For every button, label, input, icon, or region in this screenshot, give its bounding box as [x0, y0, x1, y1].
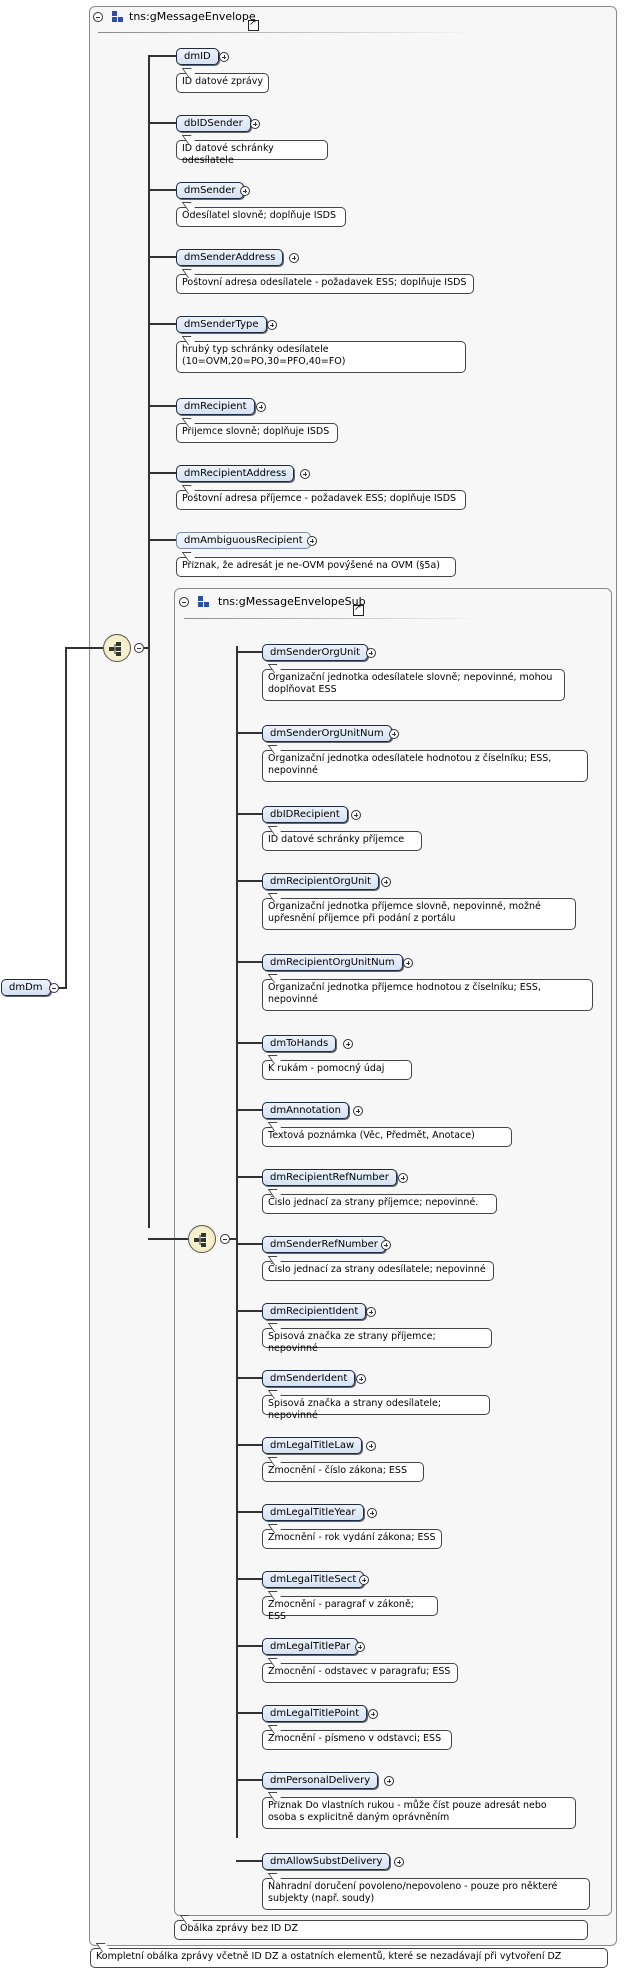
element-3[interactable]: dmRecipientOrgUnit	[262, 873, 380, 890]
element-documentation: Poštovní adresa odesílatele - požadavek …	[176, 274, 474, 294]
element-2[interactable]: dmSender	[176, 182, 244, 199]
expand-icon[interactable]	[359, 1575, 369, 1585]
expand-icon[interactable]	[356, 1374, 366, 1384]
element-documentation: ID datové schránky příjemce	[262, 831, 422, 851]
element-16[interactable]: dmPersonalDelivery	[262, 1772, 379, 1789]
expand-icon[interactable]	[389, 729, 399, 739]
element-1[interactable]: dmSenderOrgUnitNum	[262, 725, 392, 742]
element-documentation: Zmocnění - rok vydání zákona; ESS	[262, 1529, 442, 1549]
element-6[interactable]: dmAnnotation	[262, 1102, 349, 1119]
element-documentation: hrubý typ schránky odesílatele (10=OVM,2…	[176, 341, 466, 373]
element-documentation: Číslo jednací za strany odesílatele; nep…	[262, 1261, 494, 1281]
envelope-sub-type-name: tns:gMessageEnvelopeSub	[218, 595, 366, 608]
expand-icon[interactable]	[300, 469, 310, 479]
element-documentation: Příznak Do vlastních rukou - může číst p…	[262, 1797, 576, 1829]
element-documentation: Organizační jednotka odesílatele slovně;…	[262, 669, 565, 701]
expand-icon[interactable]	[353, 1106, 363, 1116]
element-15[interactable]: dmLegalTitlePoint	[262, 1705, 368, 1722]
root-element[interactable]: dmDm	[1, 979, 51, 996]
expand-icon[interactable]	[250, 119, 260, 129]
sequence-compositor-icon	[188, 1225, 216, 1253]
expand-icon[interactable]	[367, 1508, 377, 1518]
goto-type-icon[interactable]	[353, 603, 364, 616]
expand-icon[interactable]	[394, 1857, 404, 1867]
element-0[interactable]: dmSenderOrgUnit	[262, 644, 369, 661]
complex-type-icon	[198, 596, 210, 608]
element-5[interactable]: dmRecipient	[176, 398, 255, 415]
element-0[interactable]: dmID	[176, 48, 219, 65]
element-13[interactable]: dmLegalTitleSect	[262, 1571, 365, 1588]
expand-icon[interactable]	[366, 648, 376, 658]
expand-icon[interactable]	[256, 402, 266, 412]
envelope-sub-group	[174, 588, 612, 1916]
expand-icon[interactable]	[381, 1240, 391, 1250]
element-9[interactable]: dmRecipientIdent	[262, 1303, 367, 1320]
collapse-envelope-icon[interactable]	[93, 12, 103, 22]
element-documentation: Poštovní adresa příjemce - požadavek ESS…	[176, 490, 466, 510]
element-10[interactable]: dmSenderIdent	[262, 1370, 356, 1387]
goto-type-icon[interactable]	[248, 18, 259, 31]
element-documentation: Číslo jednací za strany příjemce; nepovi…	[262, 1194, 497, 1214]
expand-icon[interactable]	[351, 810, 361, 820]
element-documentation: Příjemce slovně; doplňuje ISDS	[176, 423, 338, 443]
element-1[interactable]: dbIDSender	[176, 115, 251, 132]
element-2[interactable]: dbIDRecipient	[262, 806, 348, 823]
element-documentation: Organizační jednotka odesílatele hodnoto…	[262, 750, 588, 782]
element-documentation: ID datové zprávy	[176, 73, 269, 93]
element-documentation: Zmocnění - paragraf v zákoně; ESS	[262, 1596, 438, 1622]
element-documentation: ID datové schránky odesílatele	[176, 140, 328, 166]
collapse-sequence-icon[interactable]	[220, 1234, 230, 1244]
expand-icon[interactable]	[366, 1441, 376, 1451]
element-documentation: Zmocnění - odstavec v paragrafu; ESS	[262, 1663, 458, 1683]
expand-icon[interactable]	[307, 536, 317, 546]
expand-icon[interactable]	[355, 1642, 365, 1652]
expand-icon[interactable]	[343, 1039, 353, 1049]
collapse-envelope-sub-icon[interactable]	[179, 597, 189, 607]
element-documentation: K rukám - pomocný údaj	[262, 1060, 412, 1080]
element-12[interactable]: dmLegalTitleYear	[262, 1504, 364, 1521]
expand-icon[interactable]	[381, 877, 391, 887]
element-4[interactable]: dmSenderType	[176, 316, 267, 333]
expand-icon[interactable]	[219, 52, 229, 62]
element-documentation: Organizační jednotka příjemce slovně, ne…	[262, 898, 576, 930]
envelope-type-name: tns:gMessageEnvelope	[129, 10, 256, 23]
root-documentation: Kompletní obálka zprávy včetně ID DZ a o…	[90, 1948, 608, 1968]
element-documentation: Organizační jednotka příjemce hodnotou z…	[262, 979, 593, 1011]
expand-icon[interactable]	[366, 1307, 376, 1317]
element-4[interactable]: dmRecipientOrgUnitNum	[262, 954, 403, 971]
element-8[interactable]: dmSenderRefNumber	[262, 1236, 386, 1253]
element-6[interactable]: dmRecipientAddress	[176, 465, 295, 482]
element-documentation: Příznak, že adresát je ne-OVM povýšené n…	[176, 557, 456, 577]
element-3[interactable]: dmSenderAddress	[176, 249, 284, 266]
element-5[interactable]: dmToHands	[262, 1035, 337, 1052]
element-14[interactable]: dmLegalTitlePar	[262, 1638, 359, 1655]
element-documentation: Zmocnění - písmeno v odstavci; ESS	[262, 1730, 452, 1750]
expand-icon[interactable]	[384, 1776, 394, 1786]
expand-icon[interactable]	[398, 1173, 408, 1183]
expand-icon[interactable]	[240, 186, 250, 196]
element-11[interactable]: dmLegalTitleLaw	[262, 1437, 363, 1454]
complex-type-icon	[112, 11, 124, 23]
element-documentation: Spisová značka a strany odesílatele; nep…	[262, 1395, 490, 1421]
collapse-sequence-icon[interactable]	[134, 643, 144, 653]
element-documentation: Náhradní doručení povoleno/nepovoleno - …	[262, 1878, 590, 1910]
element-documentation: Odesílatel slovně; doplňuje ISDS	[176, 207, 346, 227]
element-17[interactable]: dmAllowSubstDelivery	[262, 1853, 391, 1870]
element-7[interactable]: dmRecipientRefNumber	[262, 1169, 397, 1186]
element-documentation: Spisová značka ze strany příjemce; nepov…	[262, 1328, 492, 1354]
expand-icon[interactable]	[267, 320, 277, 330]
envelope-documentation: Obálka zprávy bez ID DZ	[174, 1920, 588, 1940]
element-documentation: Zmocnění - číslo zákona; ESS	[262, 1462, 424, 1482]
collapse-root-icon[interactable]	[49, 983, 59, 993]
element-7[interactable]: dmAmbiguousRecipient	[176, 532, 311, 549]
expand-icon[interactable]	[368, 1709, 378, 1719]
sequence-compositor-icon	[103, 634, 131, 662]
expand-icon[interactable]	[289, 253, 299, 263]
element-documentation: Textová poznámka (Věc, Předmět, Anotace)	[262, 1127, 512, 1147]
expand-icon[interactable]	[403, 958, 413, 968]
